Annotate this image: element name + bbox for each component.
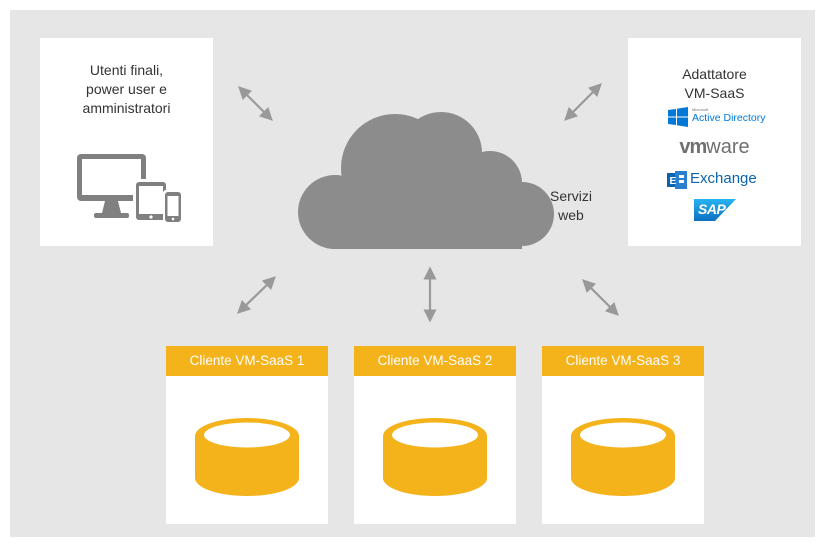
exchange-text: Exchange [690, 170, 757, 187]
client-header-2: Cliente VM-SaaS 2 [354, 346, 516, 376]
database-icon [383, 418, 487, 496]
users-panel-title: Utenti finali, power user e amministrato… [40, 61, 213, 118]
adapter-panel-title: Adattatore VM-SaaS [628, 65, 801, 103]
active-directory-small-text: Microsoft [692, 107, 709, 112]
arrow-cloud-client-3 [582, 279, 619, 316]
sap-text: SAP [698, 201, 726, 217]
arrow-cloud-client-1 [237, 276, 276, 314]
active-directory-text: Active Directory [692, 112, 766, 124]
devices-icon [77, 154, 182, 223]
windows-icon [668, 107, 688, 127]
client-box-3: Cliente VM-SaaS 3 [542, 346, 704, 524]
arrows-layer [237, 83, 619, 323]
sap-logo: SAP [628, 199, 801, 221]
vmware-ware-text: ware [706, 136, 750, 158]
adapter-panel: Adattatore VM-SaaS Microsoft Active Dire… [628, 38, 801, 246]
vmware-vm-text: vm [679, 136, 707, 158]
sap-badge [694, 199, 736, 221]
users-title-line-1: Utenti finali, [89, 62, 164, 78]
cloud-label: Servizi web [550, 187, 592, 225]
client-box-1: Cliente VM-SaaS 1 [166, 346, 328, 524]
adapter-title-line-2: VM-SaaS [684, 85, 745, 101]
client-box-2: Cliente VM-SaaS 2 [354, 346, 516, 524]
client-header-1: Cliente VM-SaaS 1 [166, 346, 328, 376]
cloud-label-line-1: Servizi [550, 188, 593, 204]
client-header-3: Cliente VM-SaaS 3 [542, 346, 704, 376]
svg-text:E: E [670, 176, 677, 187]
cloud-icon [298, 112, 554, 249]
users-panel: Utenti finali, power user e amministrato… [40, 38, 213, 246]
cloud-label-line-2: web [558, 207, 584, 223]
database-icon [195, 418, 299, 496]
users-title-line-2: power user e [86, 81, 167, 97]
users-title-line-3: amministratori [82, 100, 171, 116]
diagram-canvas: Utenti finali, power user e amministrato… [10, 10, 815, 537]
active-directory-logo: Microsoft Active Directory [628, 105, 801, 129]
exchange-logo: E Exchange [628, 169, 801, 191]
vmware-logo: vmware [628, 136, 801, 160]
arrow-users-cloud [238, 86, 273, 121]
database-icon [571, 418, 675, 496]
adapter-title-line-1: Adattatore [682, 66, 747, 82]
exchange-icon: E [667, 171, 687, 189]
arrow-cloud-adapter [564, 83, 602, 121]
